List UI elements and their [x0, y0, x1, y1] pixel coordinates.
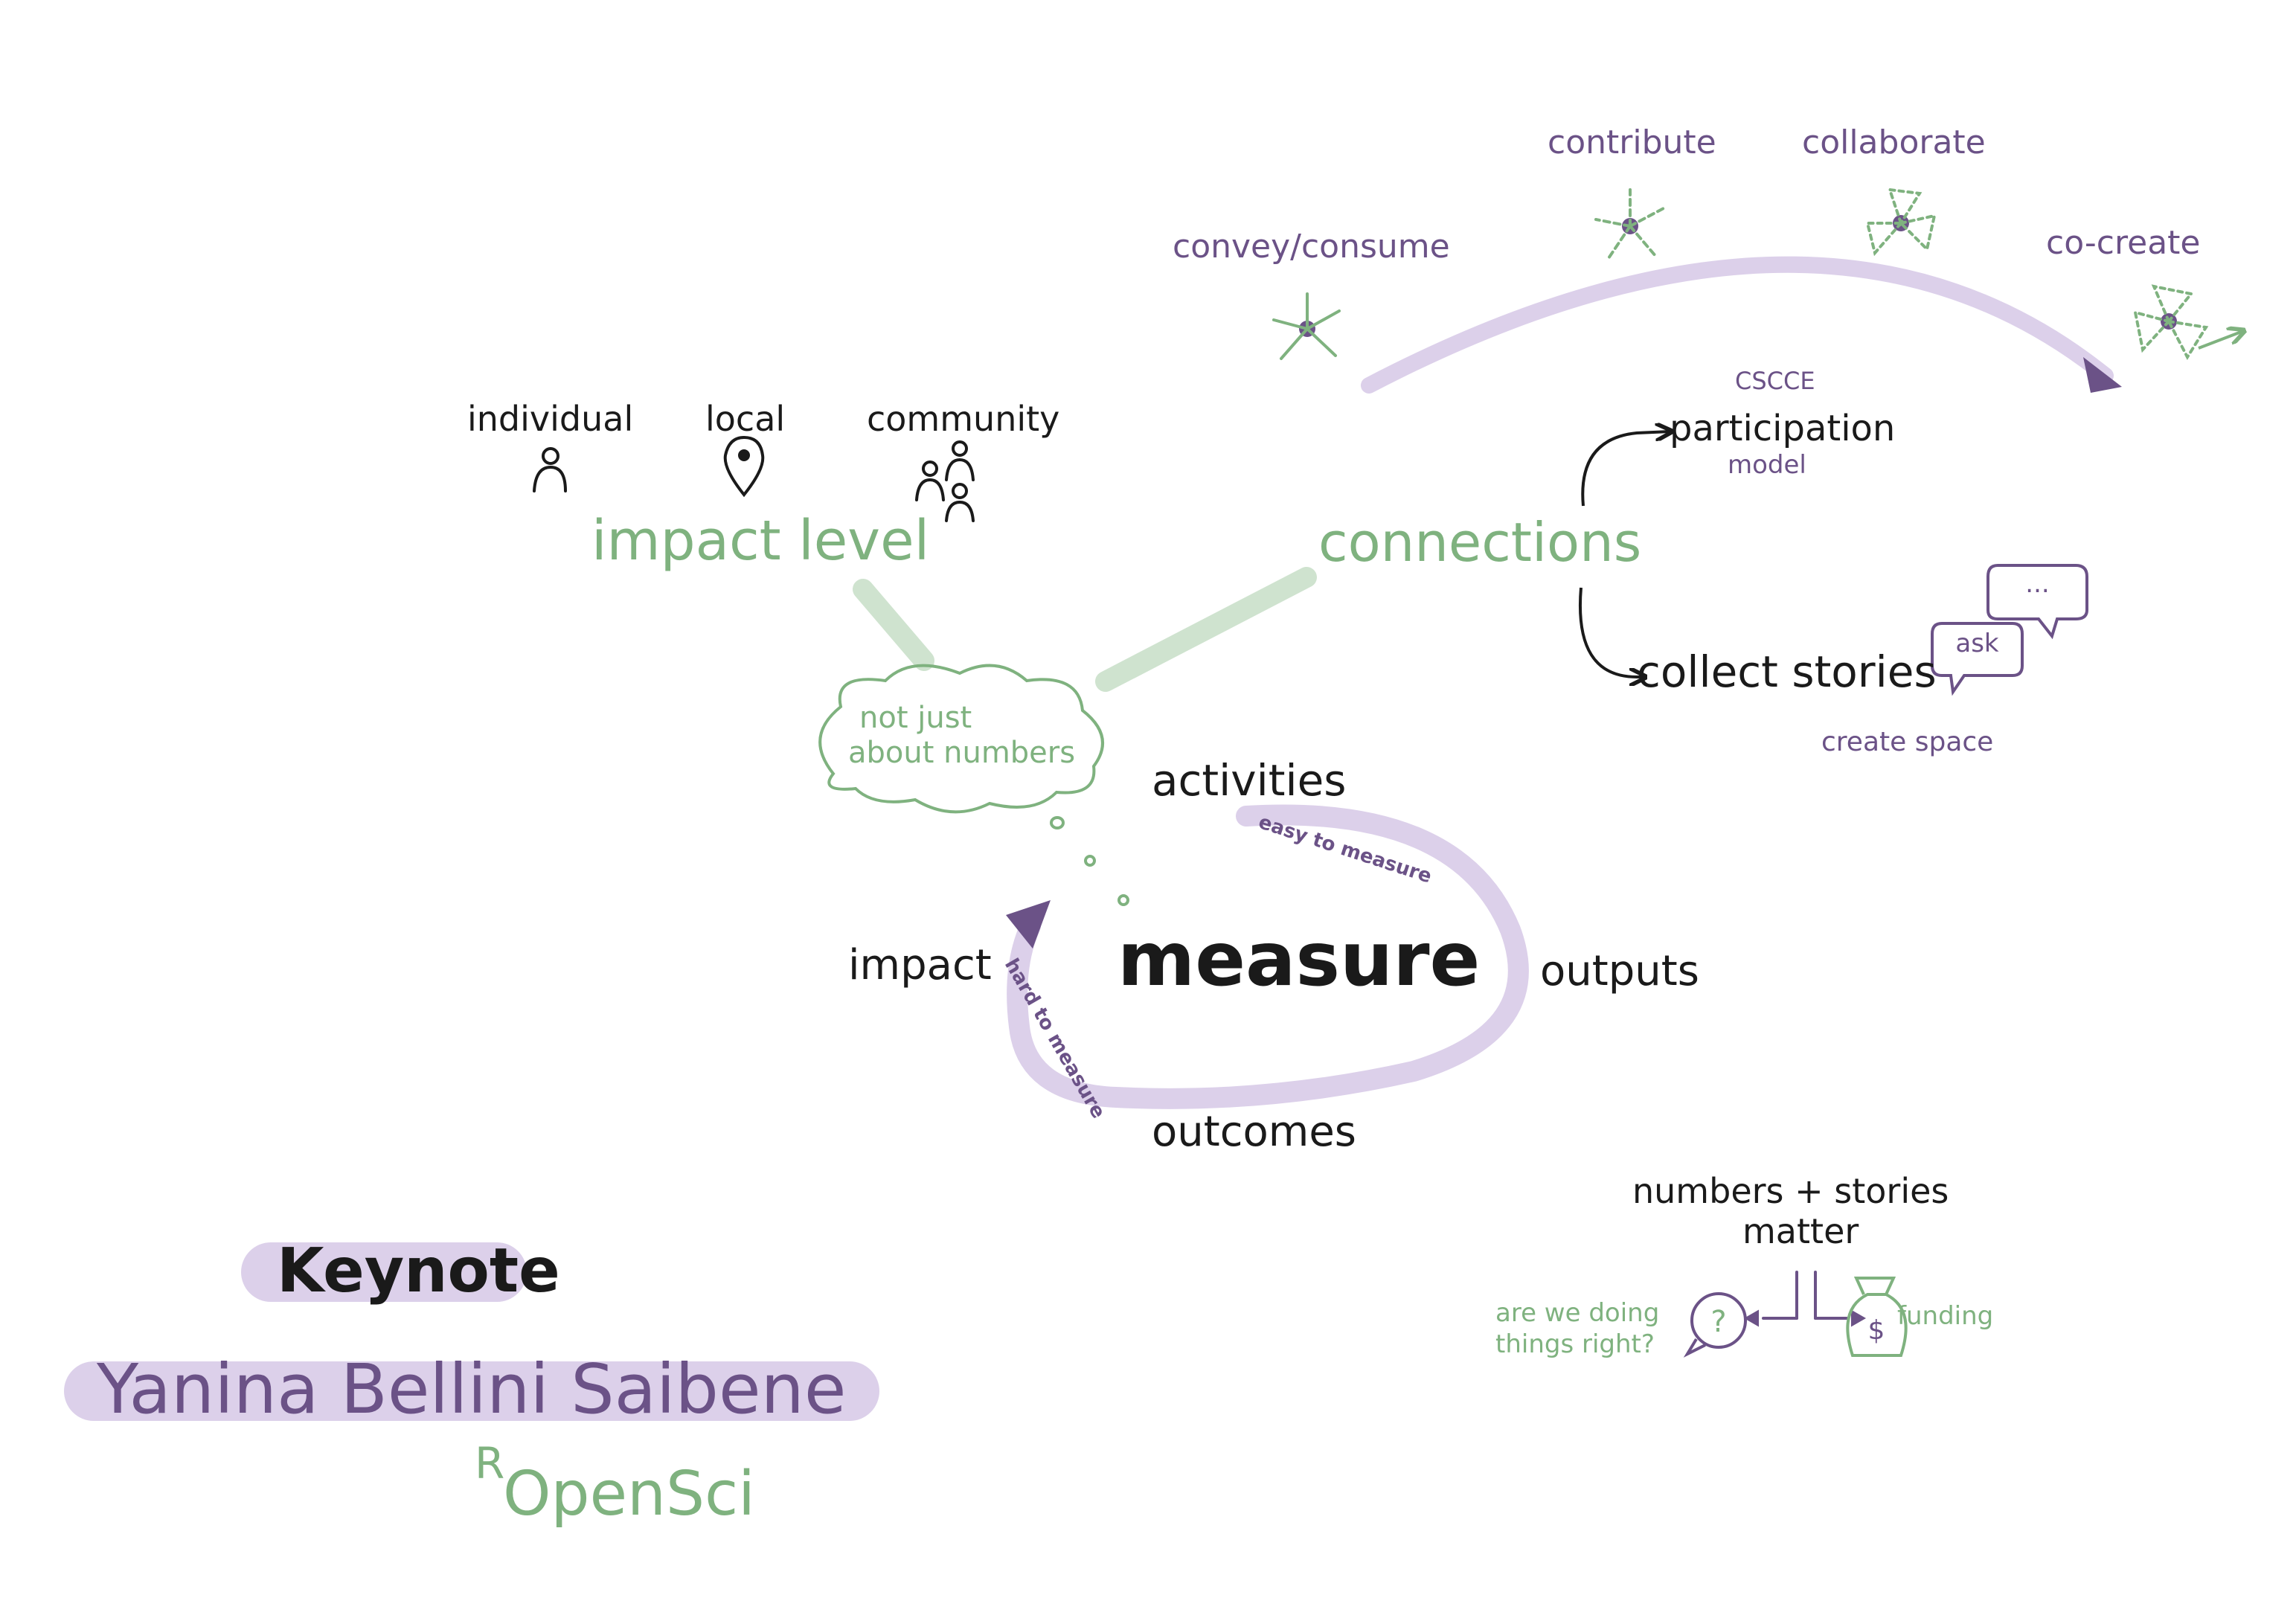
local-label: local: [705, 399, 786, 439]
branch-to-participation: [1581, 431, 1670, 507]
stage-collaborate: collaborate: [1802, 123, 1986, 161]
connector-impact-level: [853, 579, 934, 671]
connections-heading: connections: [1318, 511, 1642, 574]
participation-label: participation: [1670, 408, 1896, 449]
convey-consume-icon: [1272, 292, 1341, 360]
measure-cycle-arrowhead: [1006, 900, 1051, 949]
question-bubble-icon: ?: [1683, 1292, 1747, 1358]
numbers-stories-label: numbers + stories: [1632, 1171, 1949, 1211]
activities-label: activities: [1152, 755, 1347, 806]
connector-connections: [1095, 567, 1317, 692]
keynote-label: Keynote: [277, 1236, 560, 1306]
doing-right-line2: things right?: [1495, 1329, 1655, 1359]
cloud-text-line2: about numbers: [848, 736, 1076, 770]
individual-person-icon: [533, 447, 567, 492]
stage-contribute: contribute: [1548, 123, 1716, 161]
cloud-text-line1: not just: [859, 701, 972, 735]
speaker-highlight: [64, 1361, 879, 1421]
measure-label: measure: [1117, 916, 1481, 1003]
matter-label: matter: [1742, 1211, 1859, 1251]
branch-to-collect-stories: [1579, 587, 1644, 677]
keynote-highlight: [241, 1242, 527, 1302]
svg-text:$: $: [1868, 1315, 1885, 1346]
speaker-name: Yanina Bellini Saibene: [97, 1349, 847, 1429]
co-create-icon: [2133, 284, 2243, 361]
stage-co-create: co-create: [2046, 224, 2201, 262]
participation-arc: [1361, 256, 2114, 394]
svg-text:?: ?: [1710, 1305, 1726, 1339]
thought-bubble-1: [1050, 816, 1065, 829]
create-space-label: create space: [1821, 727, 1994, 757]
collaborate-icon: [1865, 187, 1937, 257]
contribute-icon: [1594, 188, 1665, 262]
cscce-label: CSCCE: [1735, 367, 1815, 395]
measure-cycle-loop: [1007, 804, 1529, 1109]
ropensci-r: R: [475, 1438, 505, 1489]
outputs-label: outputs: [1540, 947, 1699, 995]
individual-label: individual: [467, 399, 634, 439]
funding-label: funding: [1897, 1301, 1994, 1331]
speech-bubble-dots-icon: [1986, 564, 2088, 640]
collect-stories-label: collect stories: [1637, 646, 1937, 697]
location-pin-icon: [723, 435, 765, 498]
thought-bubble-3: [1117, 894, 1129, 906]
ropensci-logo: OpenSci: [503, 1459, 755, 1530]
dots-bubble-text: ...: [2025, 569, 2050, 599]
money-bag-icon: $: [1846, 1277, 1908, 1357]
speech-bubble-ask-icon: [1931, 622, 2024, 696]
split-arrows-icon: [1743, 1271, 1867, 1327]
impact-label: impact: [848, 941, 992, 989]
stage-convey-consume: convey/consume: [1173, 228, 1450, 266]
model-label: model: [1728, 450, 1806, 480]
ask-bubble-text: ask: [1955, 629, 1999, 658]
thought-cloud: [818, 664, 1104, 814]
doing-right-line1: are we doing: [1495, 1298, 1660, 1328]
community-label: community: [867, 399, 1060, 439]
outcomes-label: outcomes: [1152, 1108, 1356, 1156]
participation-arc-arrowhead: [2083, 357, 2122, 393]
impact-level-heading: impact level: [591, 509, 930, 573]
thought-bubble-2: [1084, 855, 1096, 867]
community-people-icon: [915, 440, 975, 522]
